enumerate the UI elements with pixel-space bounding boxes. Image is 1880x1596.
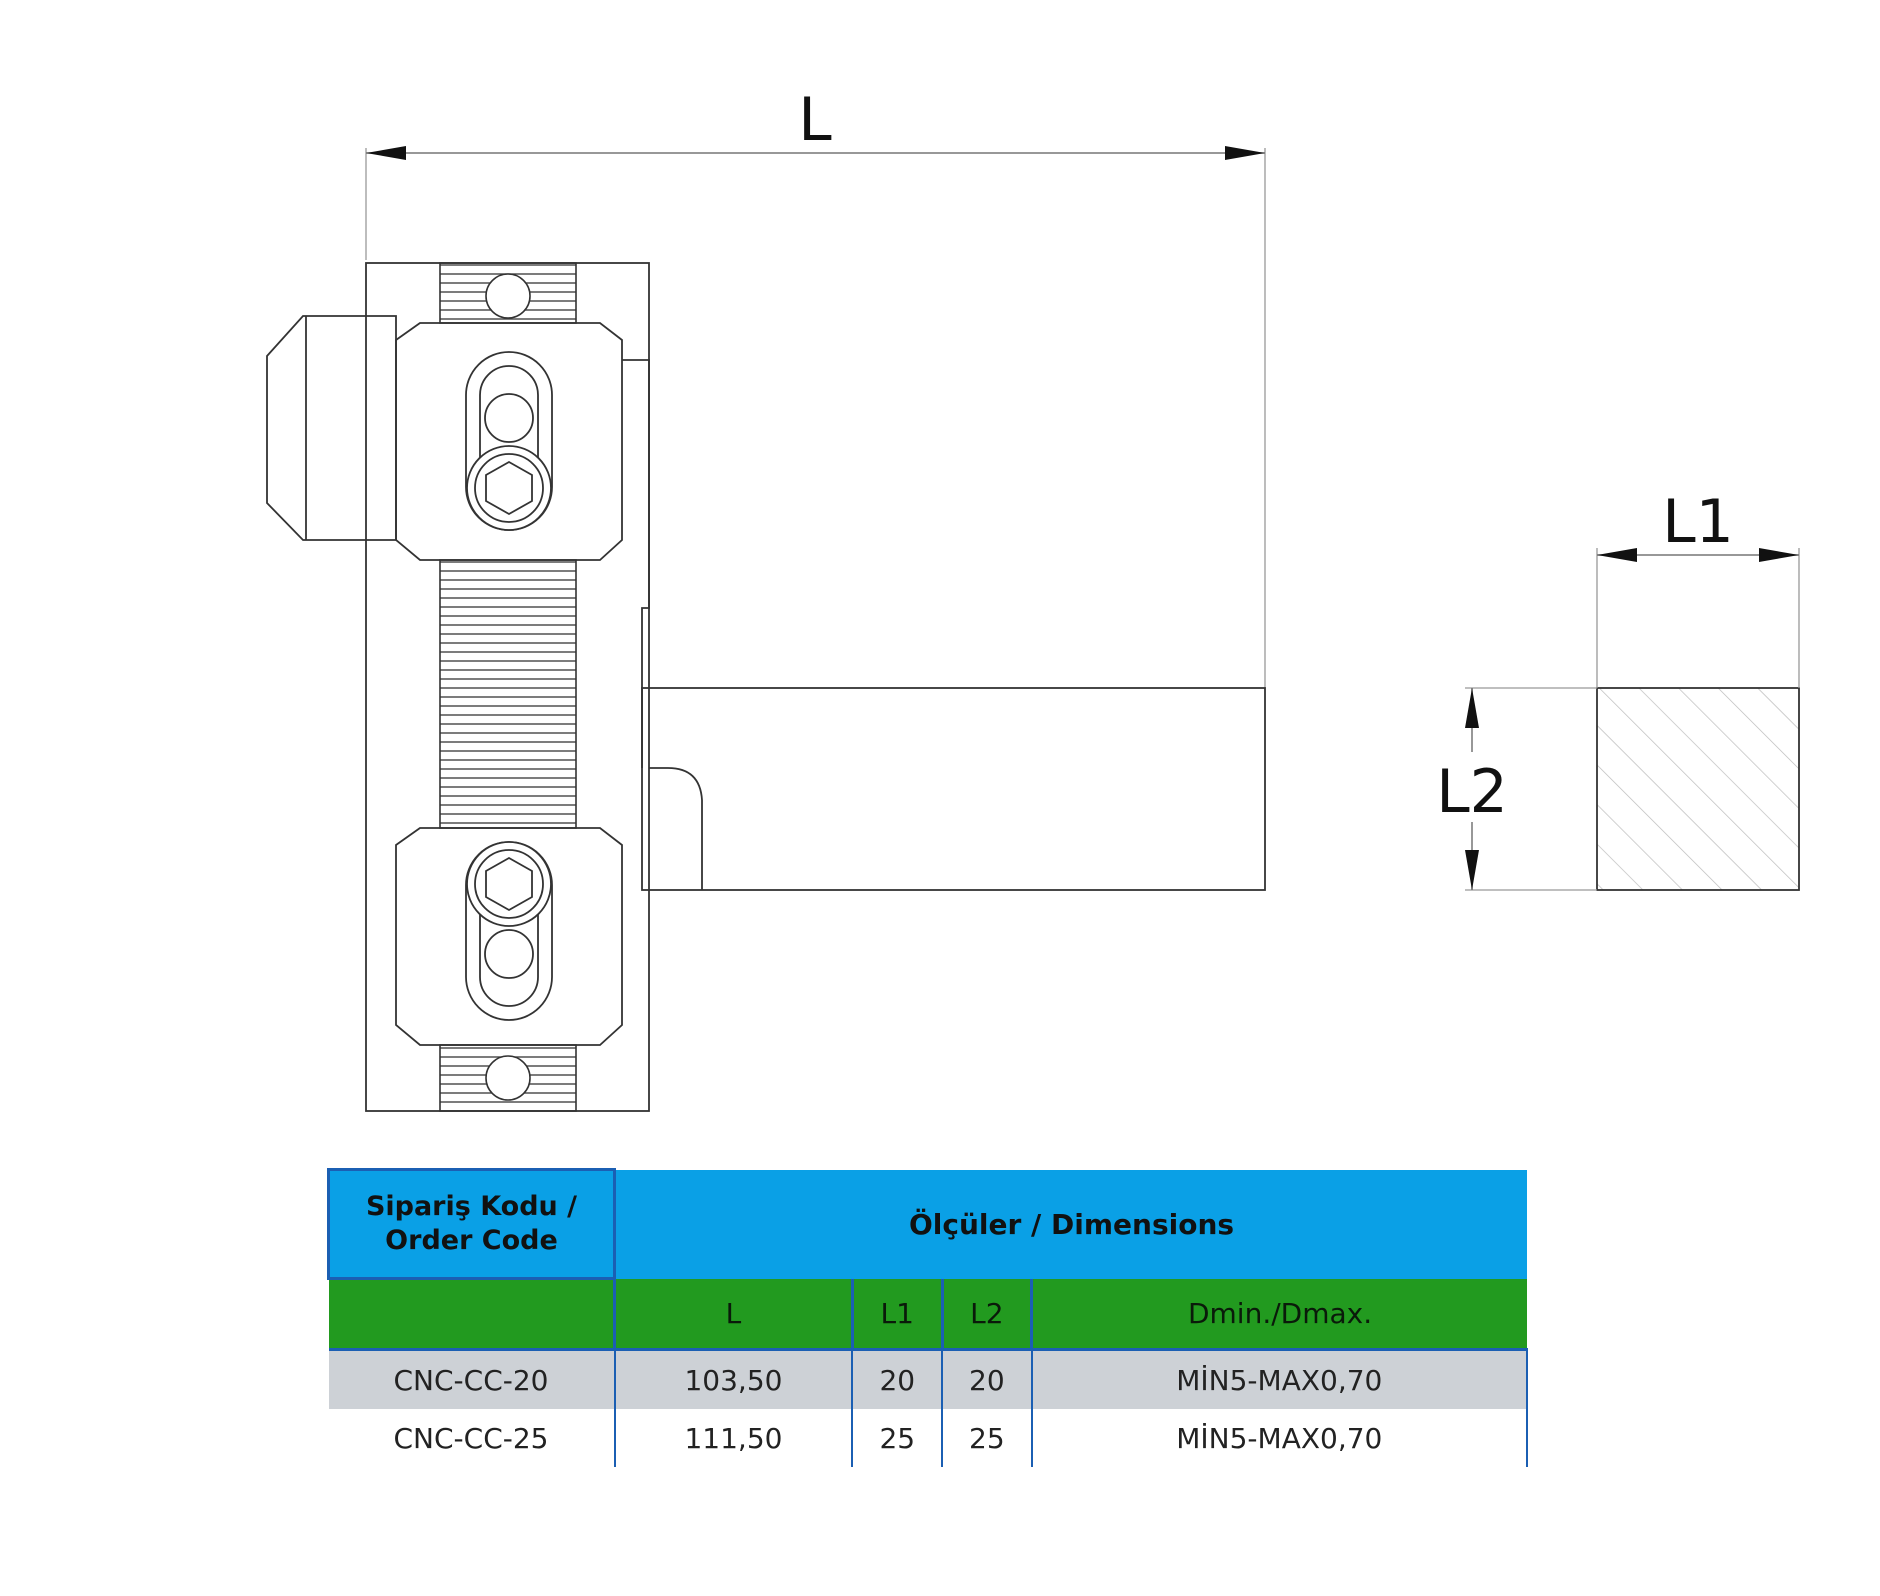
table-header-row: Sipariş Kodu / Order Code Ölçüler / Dime… [327, 1168, 1527, 1280]
header-dimensions: Ölçüler / Dimensions [614, 1169, 1527, 1279]
dim-label-l1: L1 [1662, 487, 1734, 557]
dim-label-l2: L2 [1436, 757, 1508, 827]
top-bolt [465, 351, 553, 531]
dimension-l: L [365, 85, 1266, 690]
tool-holder-body [266, 262, 1266, 1112]
technical-drawing: L [266, 85, 1800, 1112]
table-row: CNC-CC-20 103,50 20 20 MİN5-MAX0,70 [328, 1349, 1529, 1409]
cell-l: 103,50 [614, 1349, 854, 1409]
cell-l1: 25 [852, 1409, 944, 1467]
shank-section: L1 L2 [1436, 487, 1800, 891]
cell-dminmax: MİN5-MAX0,70 [1031, 1409, 1529, 1467]
cell-l: 111,50 [614, 1409, 854, 1467]
table-subheader-row: L L1 L2 Dmin./Dmax. [328, 1278, 1527, 1350]
subheader-empty [328, 1278, 616, 1350]
cell-l2: 25 [942, 1409, 1033, 1467]
subheader-l: L [614, 1278, 854, 1350]
cell-code: CNC-CC-25 [328, 1409, 616, 1467]
cell-l1: 20 [852, 1349, 944, 1409]
subheader-dminmax: Dmin./Dmax. [1031, 1278, 1527, 1350]
subheader-l2: L2 [942, 1278, 1034, 1350]
subheader-l1: L1 [852, 1278, 944, 1350]
threaded-rod [439, 262, 577, 1112]
bottom-bolt [465, 841, 553, 1021]
dimensions-table: Sipariş Kodu / Order Code Ölçüler / Dime… [327, 1168, 1529, 1467]
cell-l2: 20 [942, 1349, 1033, 1409]
dim-label-l: L [798, 85, 832, 155]
header-order-code: Sipariş Kodu / Order Code [327, 1168, 616, 1280]
table-row: CNC-CC-25 111,50 25 25 MİN5-MAX0,70 [328, 1409, 1529, 1467]
cell-code: CNC-CC-20 [328, 1349, 616, 1409]
cell-dminmax: MİN5-MAX0,70 [1031, 1349, 1529, 1409]
